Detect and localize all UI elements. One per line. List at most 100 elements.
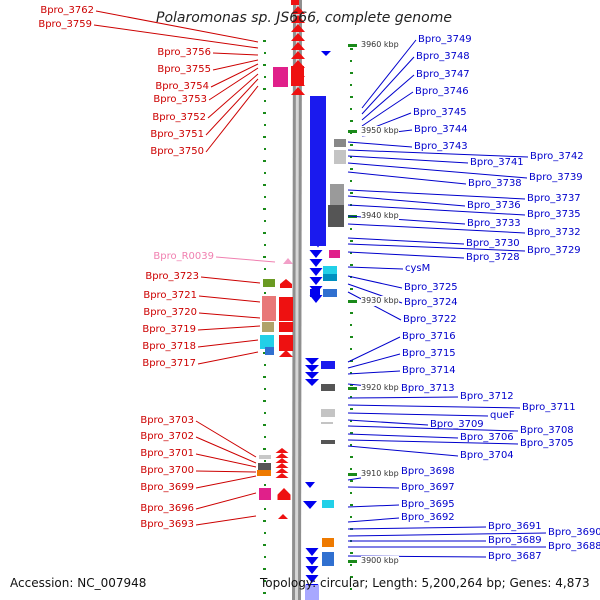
scale-tick [348, 560, 357, 563]
right-tick-dot [350, 492, 352, 494]
right-tick-mark [350, 576, 353, 578]
left-tick-dot [264, 76, 266, 78]
forward-gene-block [291, 66, 304, 86]
left-tick-dot [264, 244, 266, 246]
scale-tick [348, 130, 357, 133]
gene-label-right: Bpro_3716 [402, 331, 456, 342]
right-tick-dot [350, 84, 352, 86]
left-tick-mark [263, 568, 266, 570]
left-tick-dot [264, 148, 266, 150]
forward-gene-block [279, 297, 293, 321]
left-label-leader [195, 420, 257, 458]
reverse-gene-arrow [305, 482, 315, 488]
gene-label-right: Bpro_3733 [467, 218, 521, 229]
reverse-gene-block [310, 289, 320, 297]
gene-label-left: Bpro_3693 [140, 519, 194, 530]
scale-label: 3950 kbp [361, 126, 399, 136]
left-tick-mark [263, 424, 266, 426]
left-tick-mark [263, 352, 266, 354]
left-tick-dot [264, 388, 266, 390]
gene-label-right: Bpro_3744 [414, 124, 468, 135]
left-tick-mark [263, 112, 266, 114]
gene-block-pink [262, 296, 276, 321]
gene-block-orange [257, 470, 271, 476]
right-label-leader [347, 204, 526, 216]
chromosome-axis-highlight [295, 0, 299, 600]
gene-label-right: Bpro_3688 [548, 541, 600, 552]
right-tick-dot [350, 444, 352, 446]
right-label-leader [347, 526, 487, 530]
left-label-leader [205, 85, 259, 153]
gene-label-right: Bpro_3695 [401, 499, 455, 510]
right-label-leader [347, 445, 459, 457]
forward-gene-arrow [291, 15, 305, 23]
right-tick-mark [350, 48, 353, 50]
forward-gene-arrow [275, 463, 289, 468]
scale-tick [348, 387, 357, 390]
gene-label-left: Bpro_3751 [150, 129, 204, 140]
left-label-leader [195, 492, 257, 510]
forward-gene-arrow [275, 468, 289, 473]
forward-gene-arrow [275, 458, 289, 463]
forward-gene-arrow [291, 51, 305, 59]
gene-block-teal [323, 274, 337, 281]
gene-block-grey [259, 455, 271, 459]
right-tick-dot [350, 468, 352, 470]
left-label-leader [208, 67, 259, 101]
gene-label-left: Bpro_3762 [40, 5, 94, 16]
gene-block-orange [322, 538, 334, 547]
right-label-leader [347, 439, 519, 445]
gene-block-cyan [322, 500, 334, 508]
right-label-leader [361, 91, 414, 127]
right-label-leader [347, 195, 466, 207]
gene-block-grey [334, 139, 346, 147]
right-label-leader [347, 433, 459, 439]
right-label-leader [347, 237, 465, 245]
left-tick-dot [264, 268, 266, 270]
right-tick-dot [350, 156, 352, 158]
reverse-gene-arrow [309, 268, 323, 276]
gene-block-blue [322, 552, 334, 566]
right-label-leader [347, 189, 526, 200]
left-label-leader [210, 63, 259, 88]
map-title: Polaromonas sp. JS666, complete genome [156, 10, 452, 26]
left-tick-mark [263, 64, 266, 66]
gene-block-lightgrey [334, 150, 346, 164]
left-tick-dot [264, 292, 266, 294]
gene-label-left: Bpro_3702 [140, 431, 194, 442]
scale-tick [348, 300, 357, 303]
gene-block-darkgrey [328, 205, 344, 227]
gene-label-right: Bpro_3725 [404, 282, 458, 293]
gene-label-left: Bpro_3756 [157, 47, 211, 58]
gene-label-left: Bpro_3759 [38, 19, 92, 30]
right-tick-dot [350, 372, 352, 374]
left-label-leader [93, 24, 259, 49]
gene-label-right: Bpro_3746 [415, 86, 469, 97]
right-label-leader [347, 171, 467, 185]
right-tick-mark [350, 336, 353, 338]
reverse-gene-arrow [309, 250, 323, 258]
reverse-gene-block-light [305, 585, 319, 600]
left-tick-mark [263, 400, 266, 402]
right-tick-mark [350, 168, 353, 170]
left-label-leader [198, 295, 261, 303]
gene-block-olive [263, 279, 275, 287]
forward-gene-arrow [275, 453, 289, 458]
reverse-gene-arrow [309, 259, 323, 267]
right-label-leader [347, 353, 401, 369]
left-tick-mark [263, 40, 266, 42]
gene-label-left: Bpro_3701 [140, 448, 194, 459]
reverse-gene-arrow [305, 372, 319, 379]
right-tick-mark [350, 120, 353, 122]
left-tick-dot [264, 532, 266, 534]
left-tick-mark [263, 88, 266, 90]
scale-tick [348, 473, 357, 476]
scale-label: 3910 kbp [361, 469, 399, 479]
gene-label-right: Bpro_3749 [418, 34, 472, 45]
forward-gene-arrow [291, 87, 305, 95]
gene-block-darkgrey [321, 384, 335, 391]
left-tick-mark [263, 448, 266, 450]
gene-block-magenta [273, 67, 288, 87]
right-label-leader [347, 149, 529, 158]
gene-label-left: Bpro_3755 [157, 64, 211, 75]
